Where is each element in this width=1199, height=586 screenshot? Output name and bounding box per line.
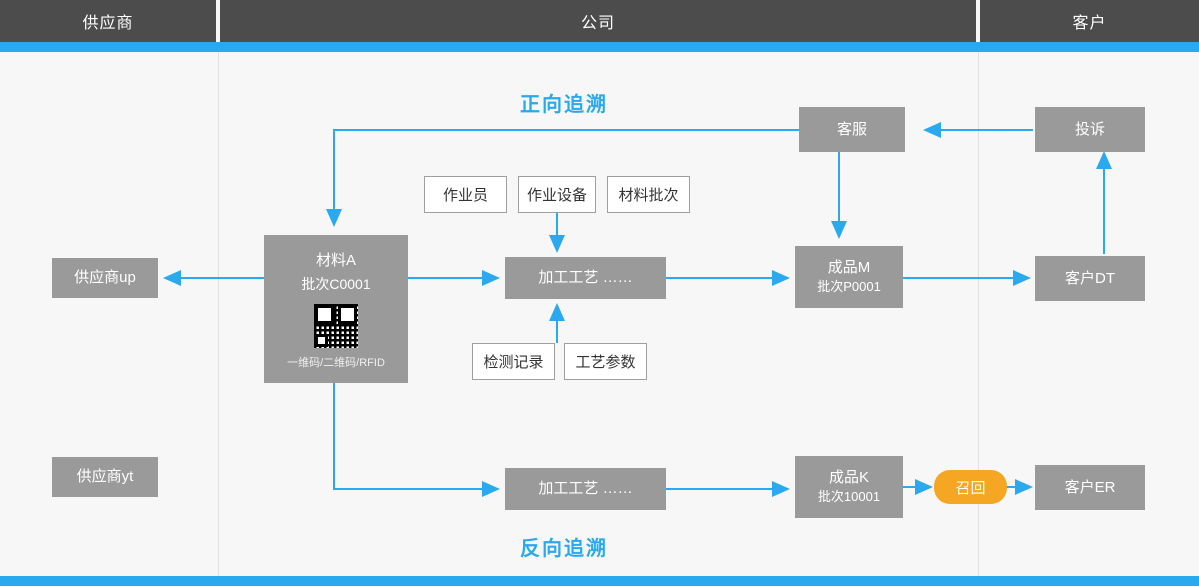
node-supplier-yt-label: 供应商yt: [76, 468, 134, 486]
node-recall[interactable]: 召回: [934, 470, 1007, 504]
attribute-material-batch-label: 材料批次: [618, 187, 679, 204]
node-material-a-codes: 一维码/二维码/RFID: [287, 357, 385, 369]
lane-header-company-label: 公司: [580, 15, 615, 32]
attribute-inspection-record[interactable]: 检测记录: [472, 343, 555, 380]
top-accent-bar: [0, 42, 1199, 52]
node-customer-service-label: 客服: [836, 120, 867, 138]
node-complaint[interactable]: 投诉: [1035, 107, 1145, 152]
node-material-a[interactable]: 材料A 批次C0001 一维码/二维码/RFID: [264, 235, 408, 383]
attribute-material-batch[interactable]: 材料批次: [607, 176, 690, 213]
node-process-top-label: 加工工艺 ……: [538, 269, 633, 287]
caption-reverse-trace: 反向追溯: [520, 538, 608, 560]
bottom-accent-bar: [0, 576, 1199, 586]
node-customer-er[interactable]: 客户ER: [1035, 465, 1145, 510]
lane-header-customer: 客户: [980, 0, 1199, 42]
attribute-operator[interactable]: 作业员: [424, 176, 507, 213]
node-supplier-up[interactable]: 供应商up: [52, 258, 158, 298]
node-material-a-title: 材料A: [315, 252, 356, 269]
node-product-k[interactable]: 成品K 批次10001: [795, 456, 903, 518]
node-process-bottom[interactable]: 加工工艺 ……: [505, 468, 666, 510]
attribute-equipment-label: 作业设备: [526, 187, 587, 204]
attribute-inspection-record-label: 检测记录: [483, 354, 544, 371]
attribute-process-parameter-label: 工艺参数: [575, 354, 636, 371]
caption-forward-trace: 正向追溯: [520, 94, 608, 116]
node-process-bottom-label: 加工工艺 ……: [538, 480, 633, 498]
node-product-m-batch: 批次P0001: [817, 279, 881, 295]
node-customer-dt[interactable]: 客户DT: [1035, 256, 1145, 301]
node-supplier-yt[interactable]: 供应商yt: [52, 457, 158, 497]
node-customer-service[interactable]: 客服: [799, 107, 905, 152]
node-product-k-batch: 批次10001: [817, 489, 881, 505]
lane-header-supplier-label: 供应商: [82, 15, 134, 32]
node-process-top[interactable]: 加工工艺 ……: [505, 257, 666, 299]
node-product-k-title: 成品K: [828, 468, 869, 486]
node-customer-dt-label: 客户DT: [1065, 269, 1115, 287]
attribute-operator-label: 作业员: [442, 187, 488, 204]
attribute-process-parameter[interactable]: 工艺参数: [564, 343, 647, 380]
attribute-equipment[interactable]: 作业设备: [518, 176, 596, 213]
lane-separator-right: [978, 52, 979, 576]
lane-separator-left: [218, 52, 219, 576]
lane-header-customer-label: 客户: [1072, 15, 1107, 32]
node-customer-er-label: 客户ER: [1064, 478, 1116, 496]
node-recall-label: 召回: [955, 479, 986, 497]
node-supplier-up-label: 供应商up: [74, 269, 136, 287]
node-material-a-batch: 批次C0001: [301, 276, 371, 292]
node-product-m[interactable]: 成品M 批次P0001: [795, 246, 903, 308]
node-product-m-title: 成品M: [827, 258, 871, 276]
lane-header-company: 公司: [220, 0, 976, 42]
node-complaint-label: 投诉: [1074, 120, 1105, 138]
qr-code-icon: [314, 304, 358, 348]
lane-header-supplier: 供应商: [0, 0, 216, 42]
